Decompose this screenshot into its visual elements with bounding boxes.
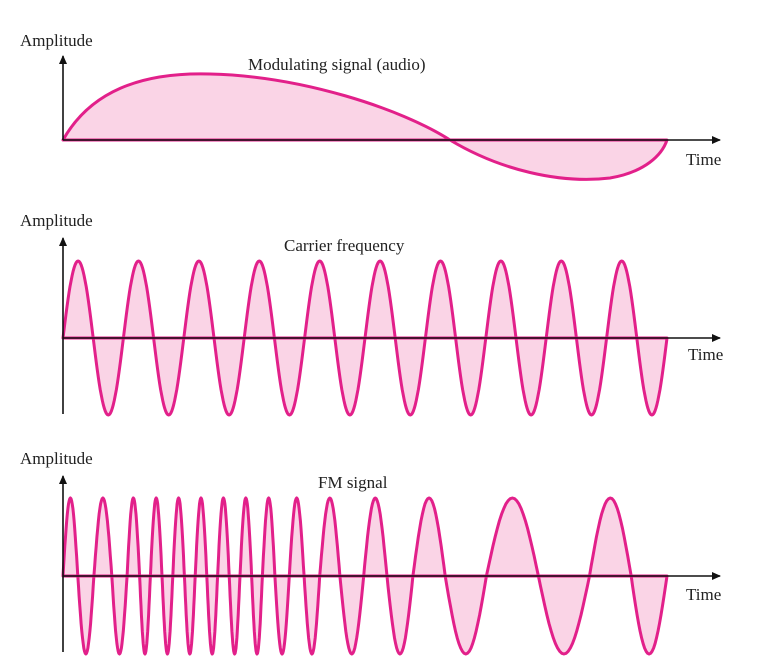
- modulating-signal-panel: Amplitude Modulating signal (audio) Time: [20, 31, 721, 181]
- modulating-signal-wave: [61, 72, 669, 181]
- carrier-panel: Amplitude Carrier frequency Time: [20, 211, 723, 417]
- panel-title: FM signal: [318, 473, 388, 492]
- fm-signal-panel: Amplitude FM signal Time: [20, 449, 721, 656]
- panel-title: Modulating signal (audio): [248, 55, 426, 74]
- y-axis-label: Amplitude: [20, 211, 93, 230]
- x-axis-label: Time: [686, 585, 721, 604]
- panel-title: Carrier frequency: [284, 236, 405, 255]
- x-axis-label: Time: [688, 345, 723, 364]
- y-axis-label: Amplitude: [20, 449, 93, 468]
- y-axis-label: Amplitude: [20, 31, 93, 50]
- x-axis-label: Time: [686, 150, 721, 169]
